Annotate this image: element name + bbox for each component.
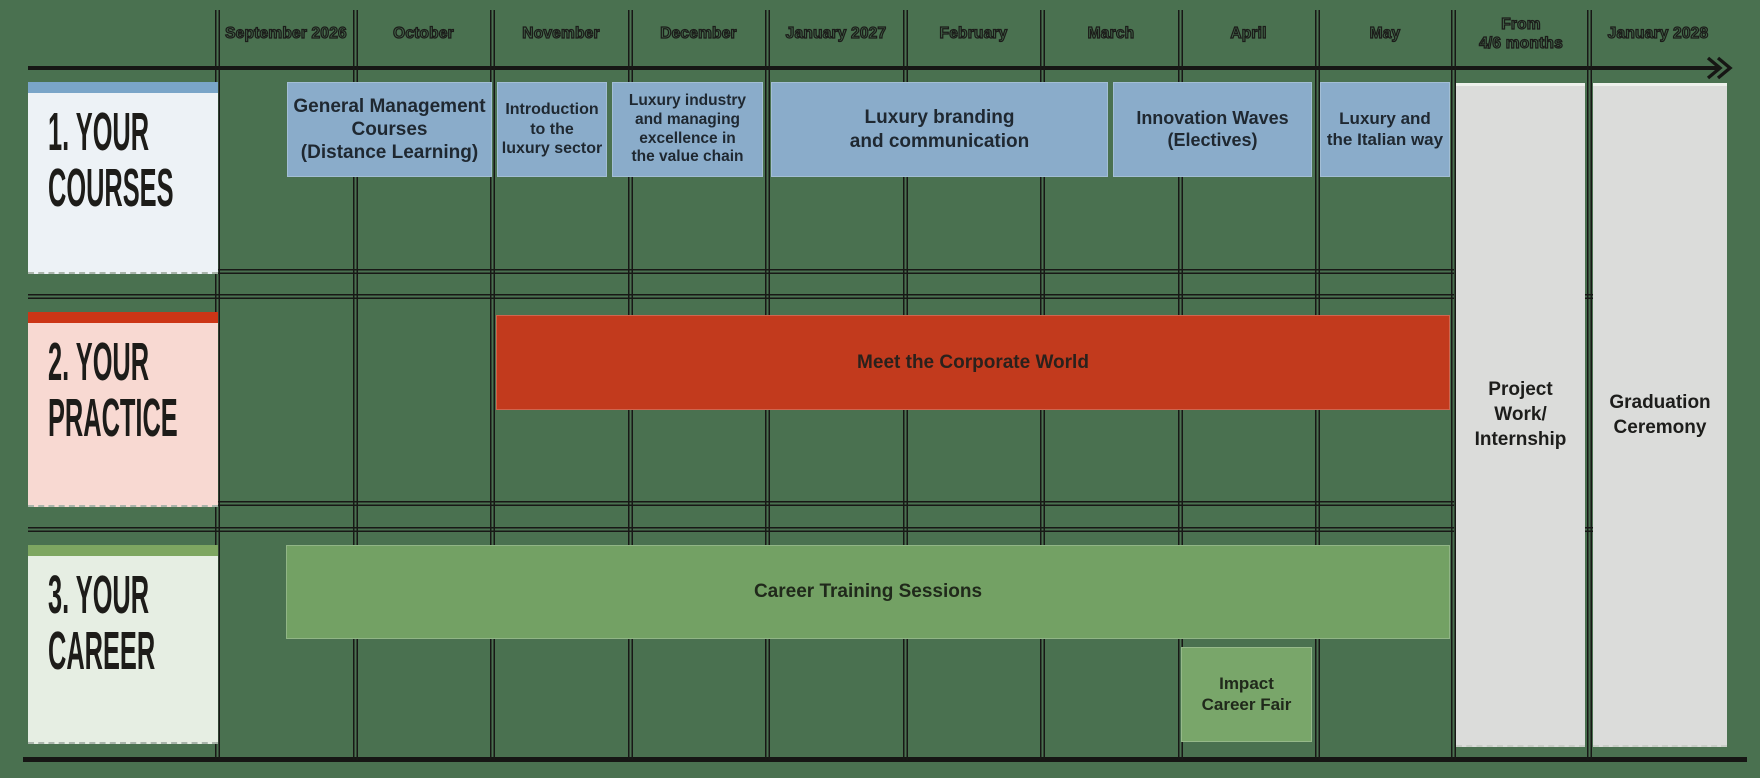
grid-month-divider-line (352, 10, 358, 760)
grid-row-divider-line (28, 527, 1454, 532)
month-label: September 2026 (225, 25, 348, 43)
month-label: March (1087, 25, 1135, 43)
month-label: February (939, 25, 1008, 43)
row-label-text: 3. YOUR CAREER (48, 565, 156, 682)
timeline-axis-line (28, 66, 1720, 70)
row-label-text: 1. YOUR COURSES (48, 102, 174, 219)
course-bar-general-management: General Management Courses (Distance Lea… (287, 82, 492, 177)
career-bar-impact-fair: Impact Career Fair (1181, 647, 1312, 742)
career-bar-training-sessions: Career Training Sessions (286, 545, 1450, 639)
month-label: From 4/6 months (1478, 15, 1563, 53)
course-bar-intro-luxury: Introduction to the luxury sector (497, 82, 607, 177)
course-bar-luxury-italian-way: Luxury and the Italian way (1320, 82, 1450, 177)
axis-arrow-icon (1706, 56, 1733, 80)
row-label-text: 2. YOUR PRACTICE (48, 332, 178, 449)
phase-column-graduation: Graduation Ceremony (1593, 83, 1727, 747)
row-label-accent-bar (28, 545, 218, 556)
course-bar-luxury-industry: Luxury industry and managing excellence … (612, 82, 763, 177)
month-label: November (522, 25, 600, 43)
month-label: April (1230, 25, 1267, 43)
course-bar-innovation-waves: Innovation Waves (Electives) (1113, 82, 1312, 177)
row-label-card: 2. YOUR PRACTICE (28, 312, 218, 507)
grid-month-divider-line (1450, 10, 1456, 760)
practice-bar-corporate-world: Meet the Corporate World (496, 315, 1450, 410)
month-label: October (392, 25, 454, 43)
month-label: January 2027 (785, 25, 887, 43)
row-label-card: 3. YOUR CAREER (28, 545, 218, 744)
row-label-accent-bar (28, 312, 218, 323)
phase-column-project-work: Project Work/ Internship (1456, 83, 1585, 747)
grid-month-divider-line (1586, 10, 1592, 760)
month-label: December (660, 25, 738, 43)
row-label-card: 1. YOUR COURSES (28, 82, 218, 274)
grid-row-divider-line (28, 501, 1454, 506)
row-label-accent-bar (28, 82, 218, 93)
course-bar-luxury-branding: Luxury branding and communication (771, 82, 1108, 177)
grid-row-divider-line (28, 269, 1454, 274)
grid-month-divider-line (489, 10, 495, 760)
month-label: May (1369, 25, 1401, 43)
grid-bottom-line (23, 757, 1747, 762)
month-label: January 2028 (1607, 25, 1709, 43)
grid-row-divider-line (28, 294, 1454, 299)
